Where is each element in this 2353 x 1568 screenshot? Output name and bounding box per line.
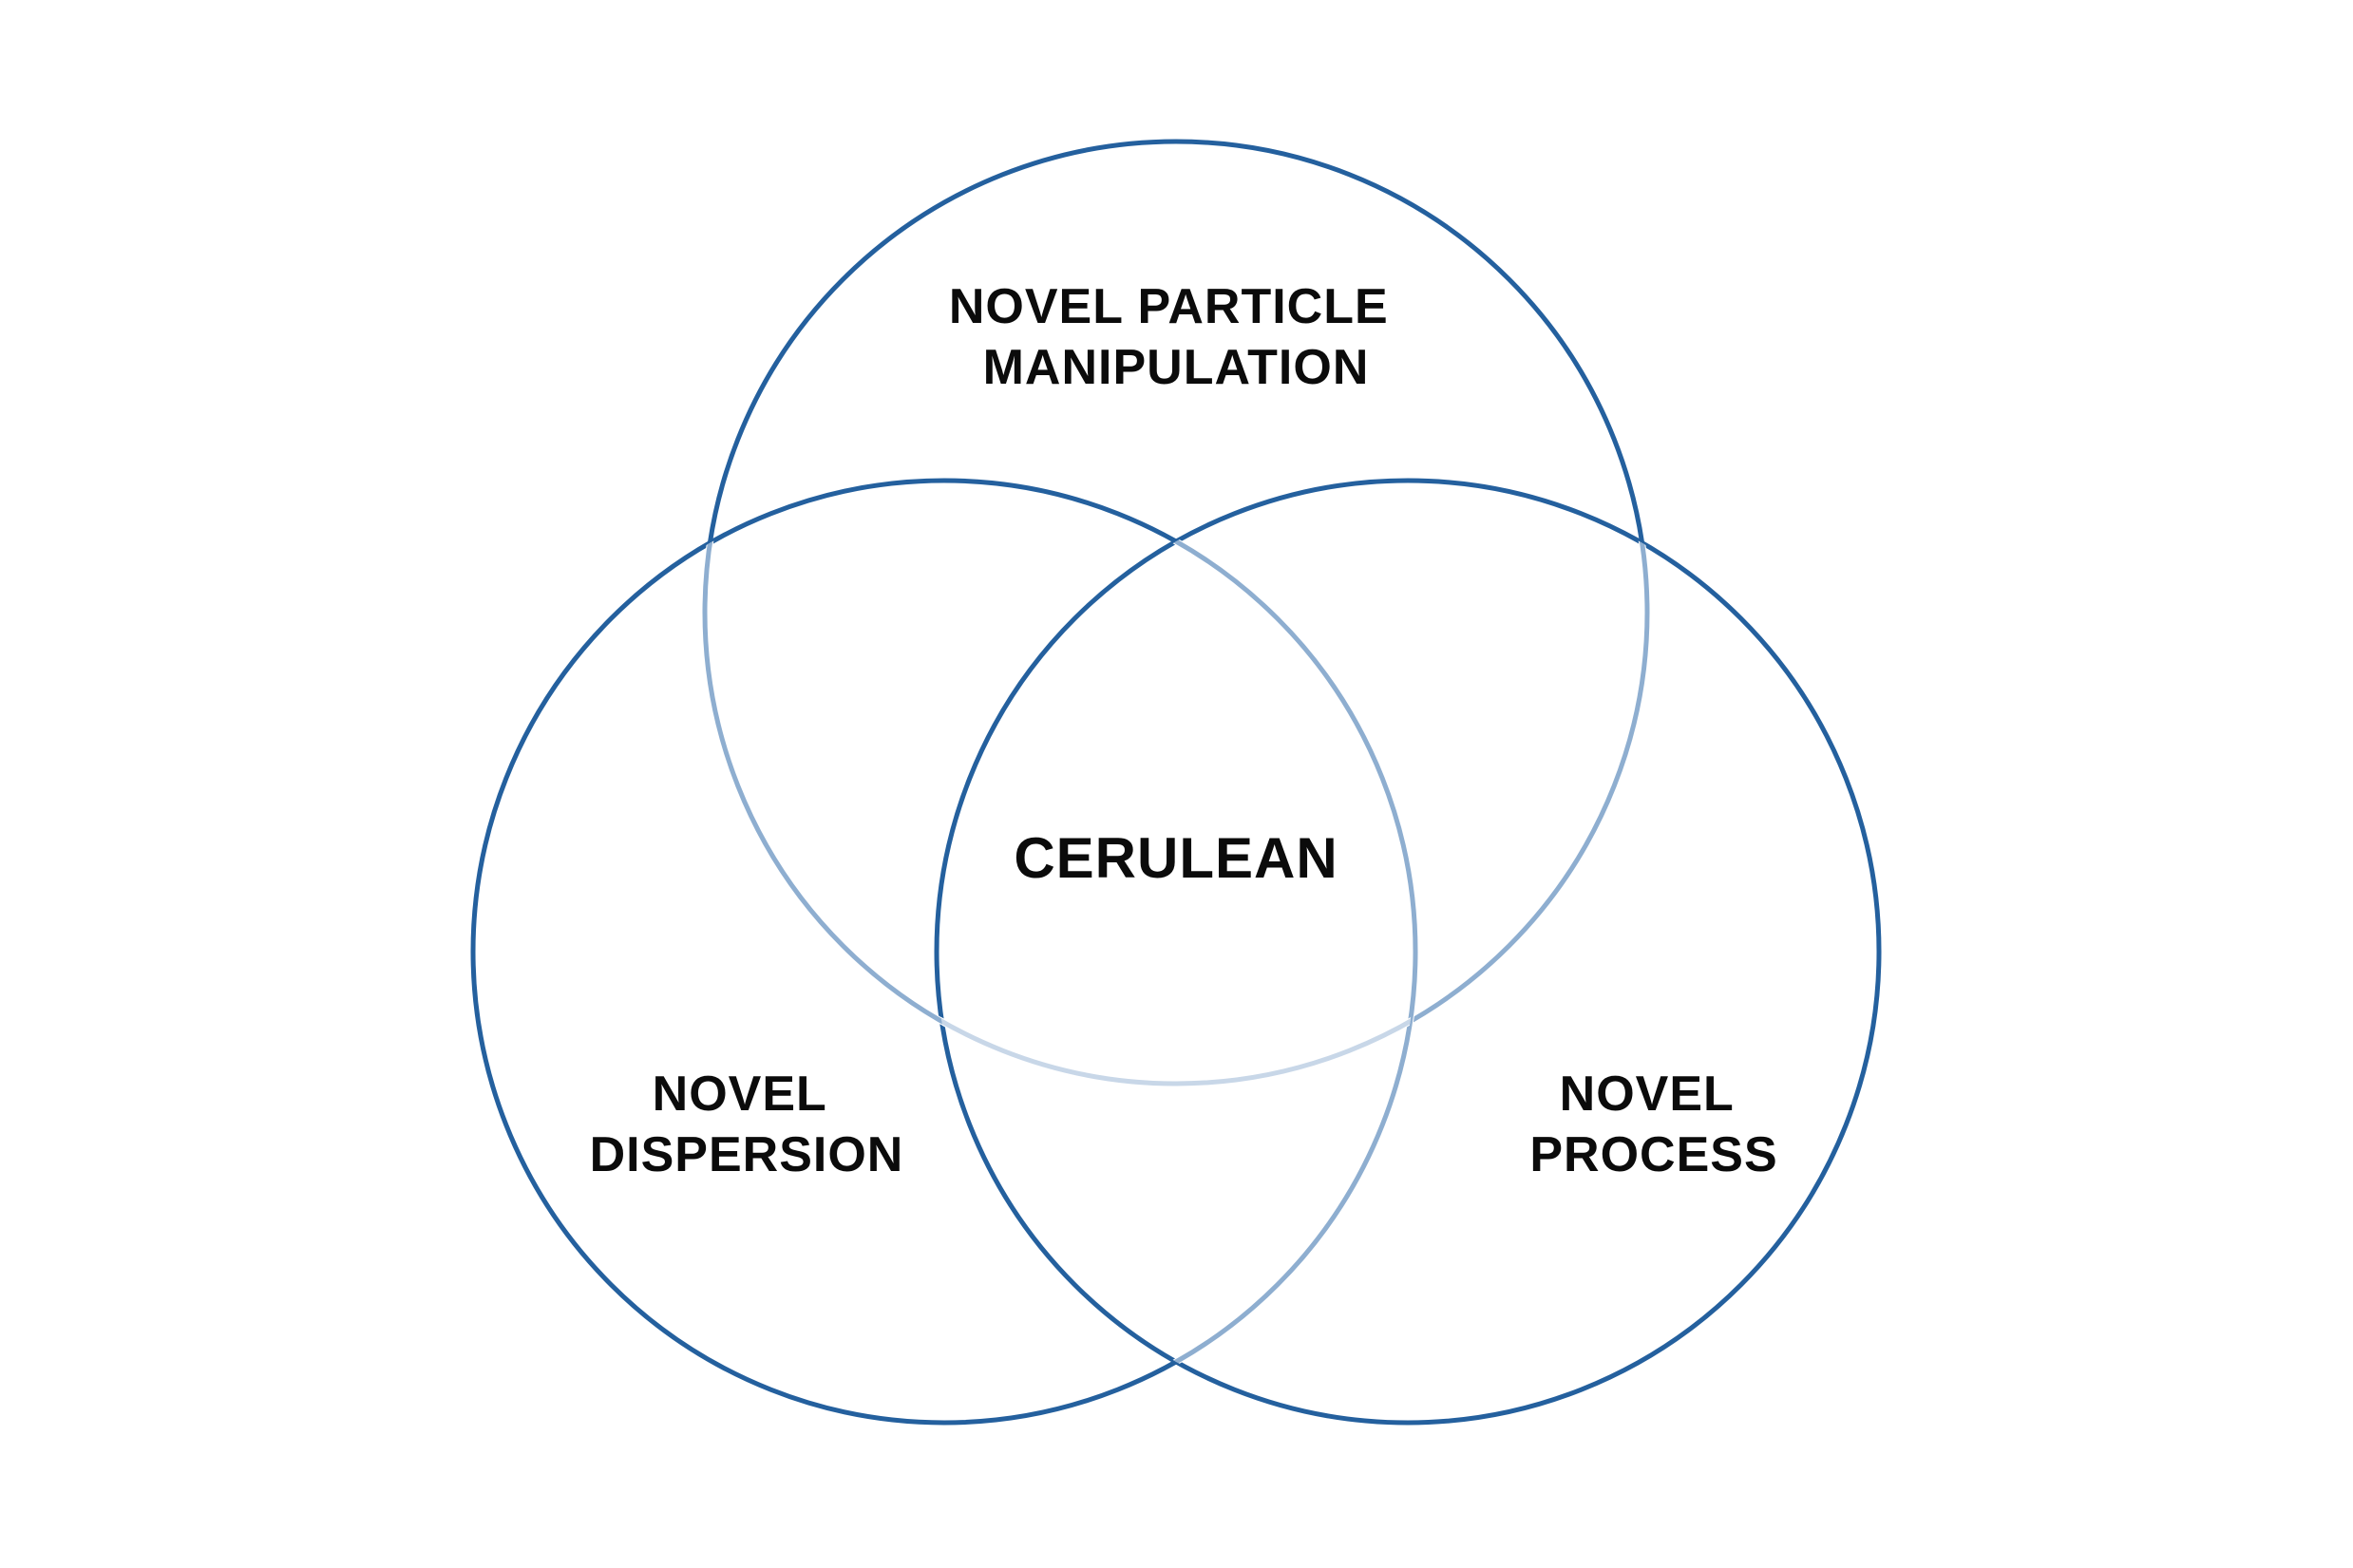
label-left-line2: DISPERSION xyxy=(590,1127,904,1182)
circle-novel-dispersion xyxy=(470,478,1418,1426)
overlap-outline-shading xyxy=(701,481,1651,1423)
label-novel-process: NOVEL PROCESS xyxy=(1529,1067,1777,1182)
circle-novel-process xyxy=(934,478,1882,1426)
label-novel-dispersion: NOVEL DISPERSION xyxy=(590,1067,904,1182)
label-left-line1: NOVEL xyxy=(653,1067,826,1122)
label-top-line2: MANIPULATION xyxy=(983,340,1370,395)
label-right-line2: PROCESS xyxy=(1529,1127,1777,1182)
label-novel-particle-manipulation: NOVEL PARTICLE MANIPULATION xyxy=(949,279,1403,395)
label-cerulean: CERULEAN xyxy=(1014,826,1338,890)
label-top-line1: NOVEL PARTICLE xyxy=(949,279,1389,334)
label-right-line1: NOVEL xyxy=(1560,1067,1734,1122)
